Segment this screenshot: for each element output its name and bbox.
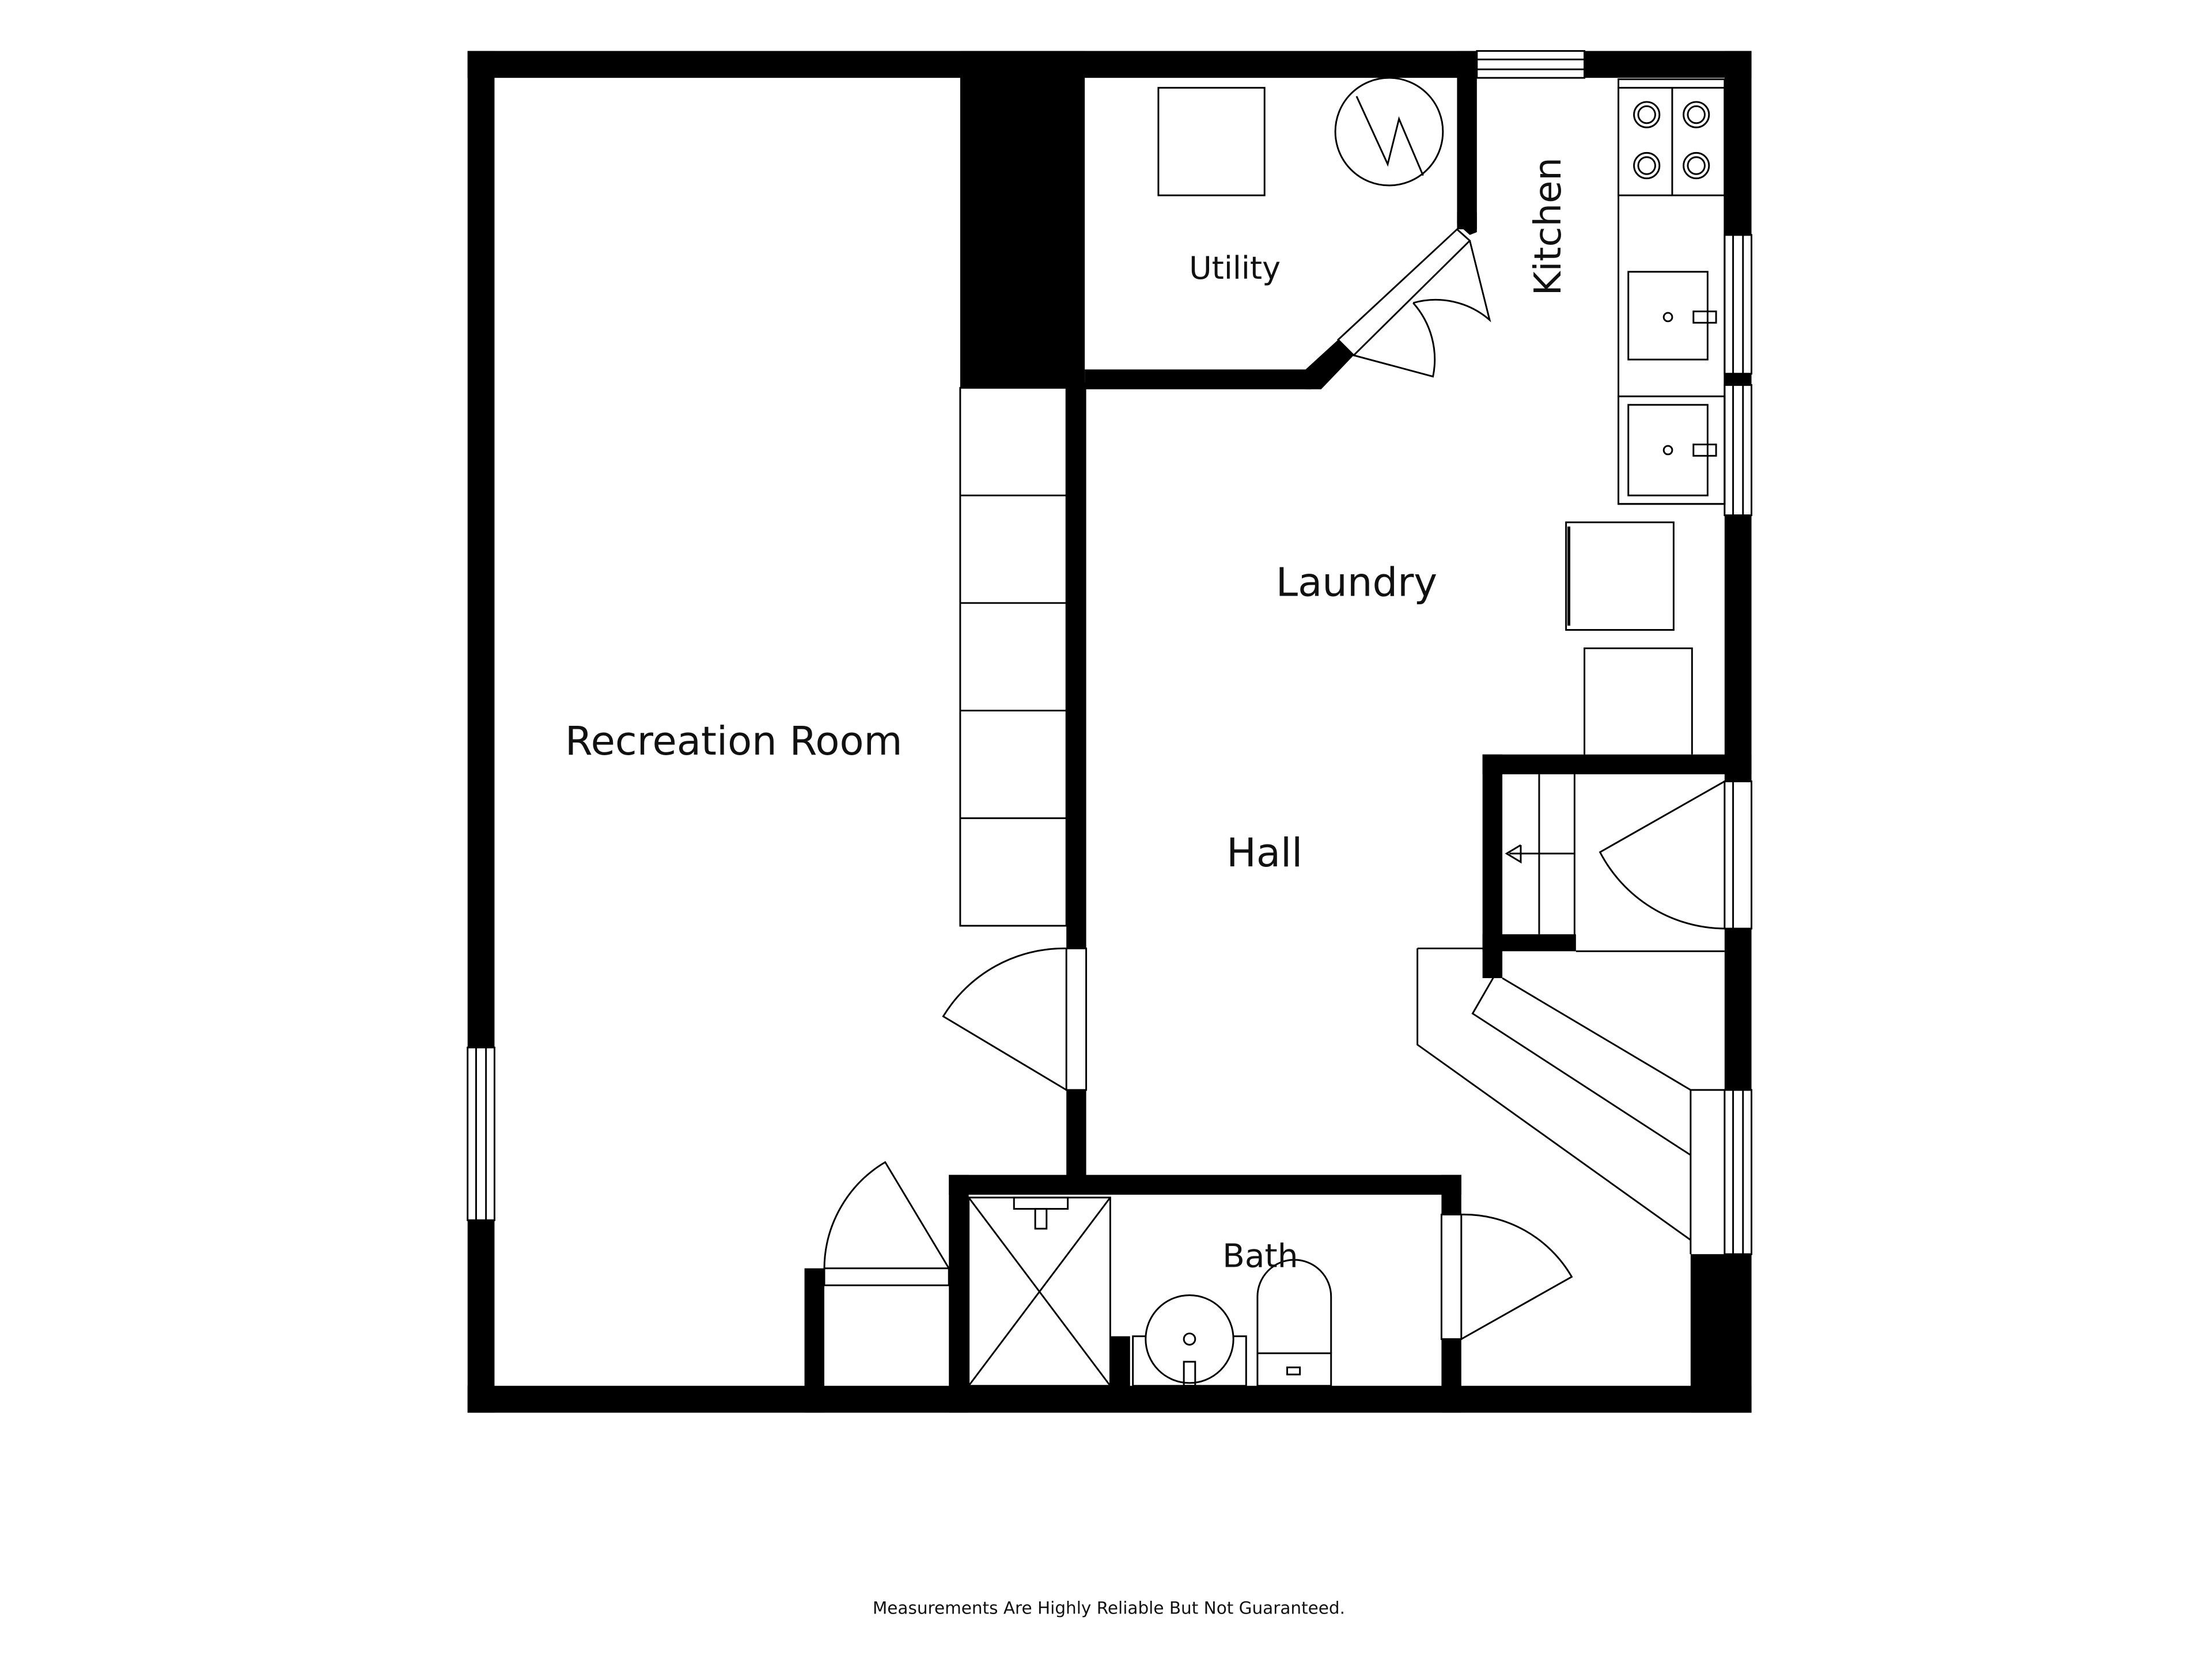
- room-labels: Utility Kitchen Laundry Recreation Room …: [565, 157, 1570, 1275]
- room-label-utility: Utility: [1189, 250, 1281, 286]
- room-label-recreation: Recreation Room: [565, 718, 903, 764]
- kitchen-fixtures: [1618, 78, 1726, 505]
- bath-fixtures: [968, 1196, 1332, 1387]
- disclaimer-text: Measurements Are Highly Reliable But Not…: [873, 1598, 1345, 1618]
- stair-closet: [1416, 774, 1725, 1255]
- room-label-laundry: Laundry: [1276, 560, 1437, 606]
- laundry-fixtures: [1565, 521, 1693, 755]
- stairs: [959, 387, 1067, 927]
- room-label-bath: Bath: [1222, 1237, 1298, 1275]
- utility-fixtures: [1157, 77, 1444, 196]
- room-label-kitchen: Kitchen: [1527, 157, 1570, 296]
- windows: [467, 50, 1753, 1255]
- doors: [823, 228, 1725, 1340]
- room-label-hall: Hall: [1226, 830, 1302, 876]
